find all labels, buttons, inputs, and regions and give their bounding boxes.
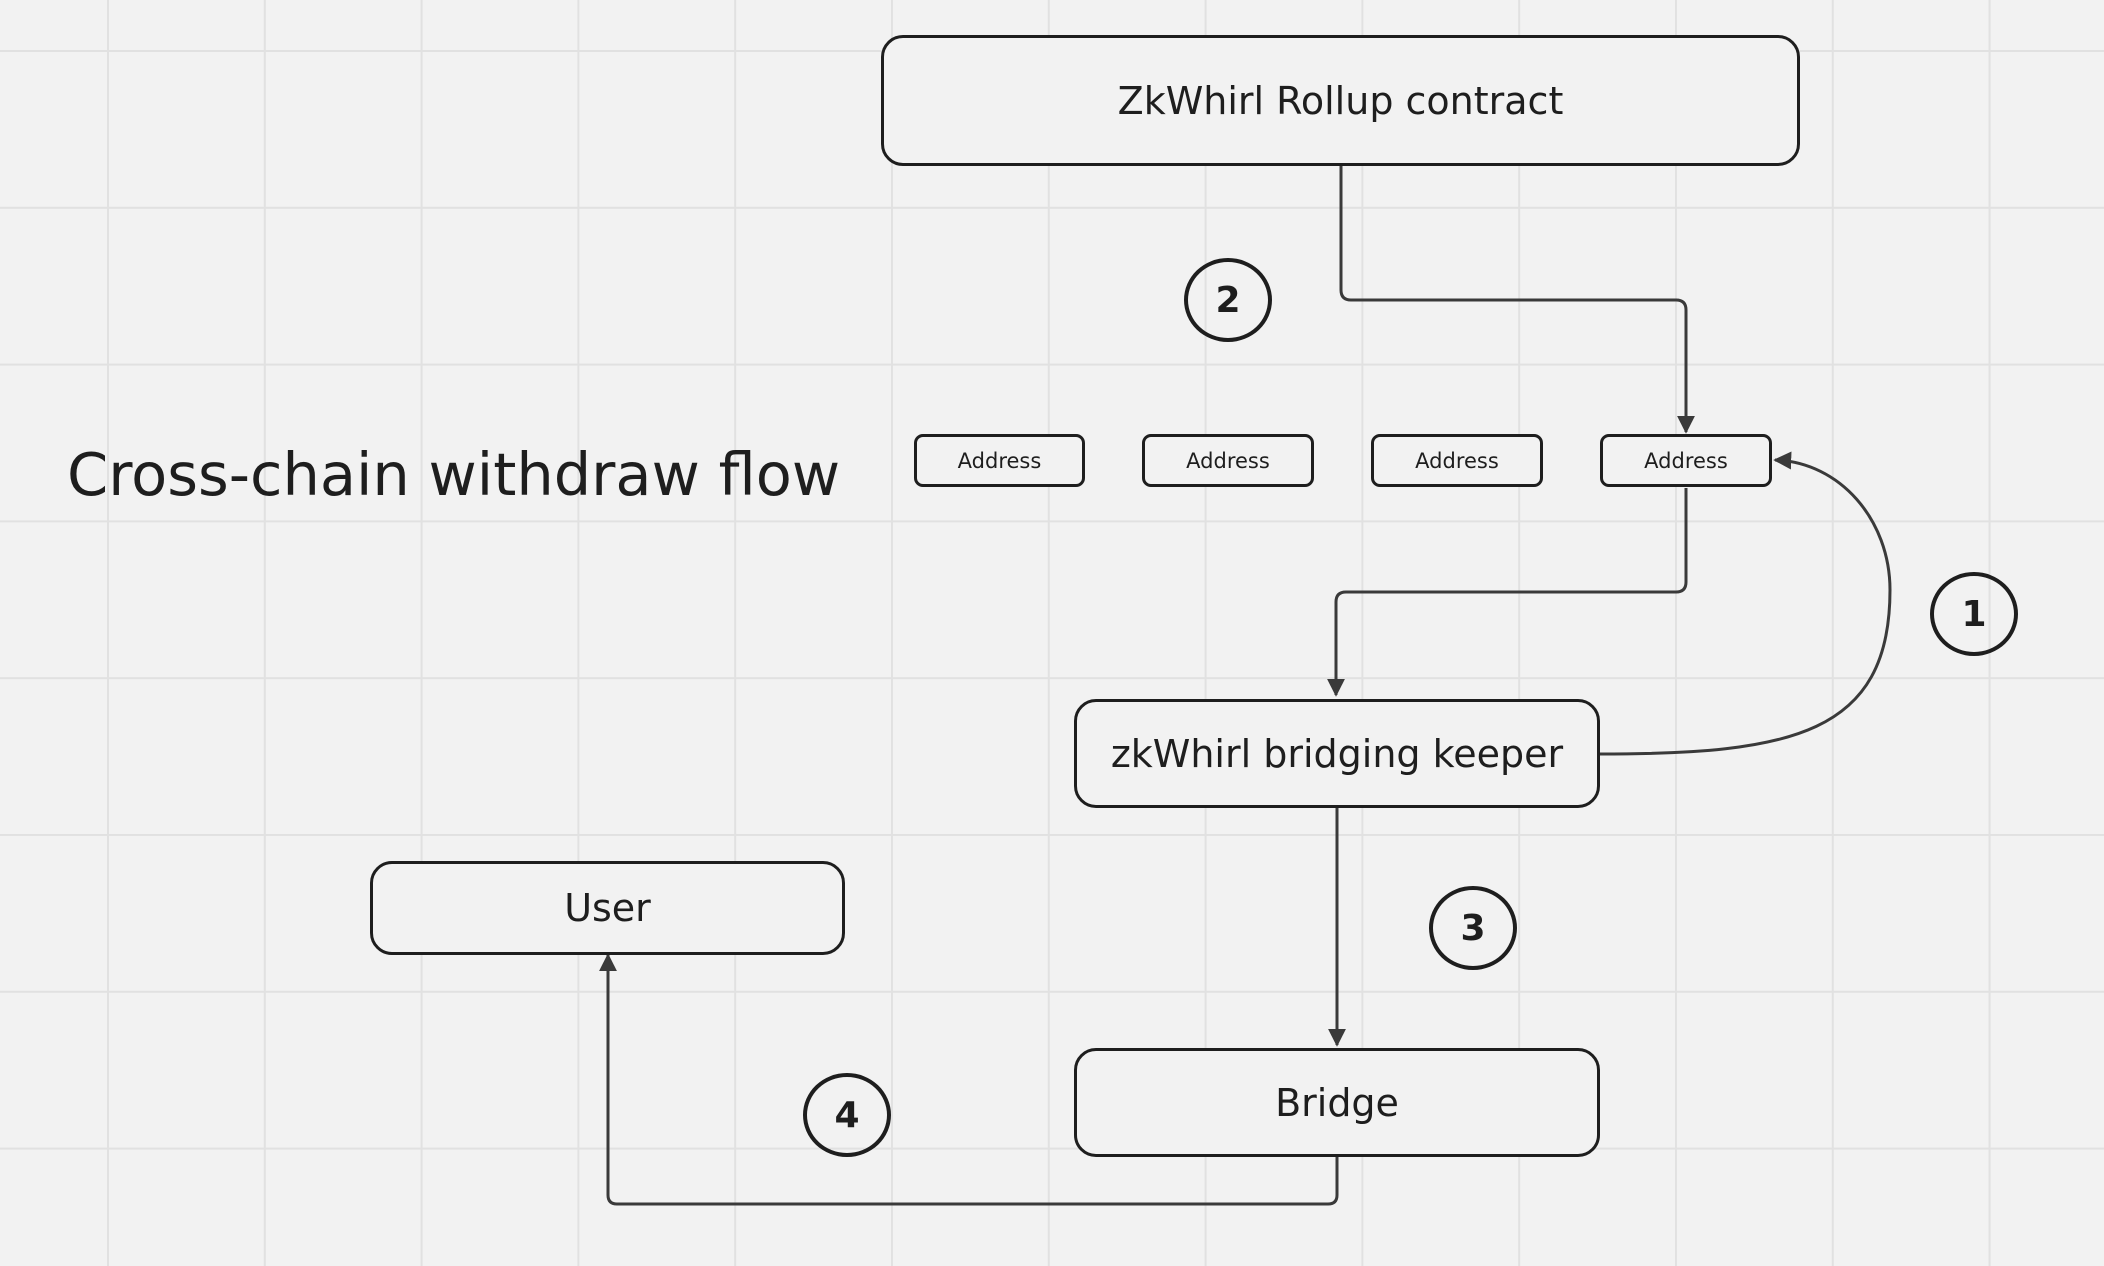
address-label-2: Address [1186, 448, 1270, 473]
step-number-1: 1 [1961, 593, 1987, 635]
connector-address-to-keeper[interactable] [1327, 488, 1688, 697]
bridging-keeper-box[interactable]: zkWhirl bridging keeper [1074, 699, 1600, 808]
user-label: User [564, 886, 651, 930]
address-label-3: Address [1415, 448, 1499, 473]
connector-rollup-to-address[interactable] [1339, 166, 1695, 434]
connector-keeper-to-address[interactable] [1599, 451, 1892, 756]
address-box-2[interactable]: Address [1142, 434, 1314, 487]
bridging-keeper-label: zkWhirl bridging keeper [1110, 731, 1564, 776]
bridge-label: Bridge [1275, 1080, 1399, 1125]
rollup-contract-box[interactable]: ZkWhirl Rollup contract [881, 35, 1800, 166]
rollup-contract-label: ZkWhirl Rollup contract [1117, 78, 1564, 123]
address-label-1: Address [957, 448, 1042, 473]
step-number-3: 3 [1460, 907, 1486, 949]
address-box-1[interactable]: Address [914, 434, 1085, 487]
step-badge-3[interactable]: 3 [1429, 886, 1517, 970]
user-box[interactable]: User [370, 861, 845, 955]
connector-bridge-to-user[interactable] [599, 953, 1339, 1206]
step-number-2: 2 [1215, 279, 1241, 321]
address-box-4[interactable]: Address [1600, 434, 1772, 487]
step-badge-4[interactable]: 4 [803, 1073, 891, 1157]
address-label-4: Address [1644, 448, 1728, 473]
diagram-title: Cross-chain withdraw flow [67, 440, 841, 509]
bridge-box[interactable]: Bridge [1074, 1048, 1600, 1157]
step-badge-2[interactable]: 2 [1184, 258, 1272, 342]
step-number-4: 4 [834, 1094, 860, 1136]
address-box-3[interactable]: Address [1371, 434, 1543, 487]
step-badge-1[interactable]: 1 [1930, 572, 2018, 656]
